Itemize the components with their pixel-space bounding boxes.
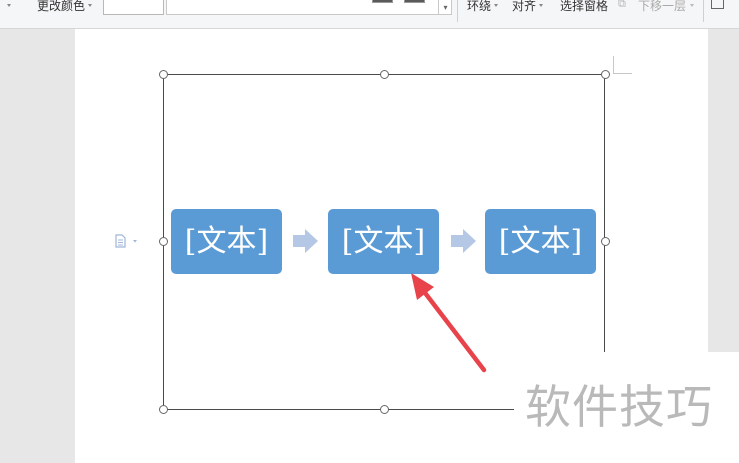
toolbar-separator bbox=[457, 0, 458, 22]
dropdown-caret-icon[interactable] bbox=[7, 4, 11, 7]
style-gallery[interactable] bbox=[166, 0, 452, 15]
ribbon-toolbar: 更改颜色 ▾ 环绕 对齐 选择窗格 ⧉ 下移一层 bbox=[0, 0, 739, 29]
resize-handle-right[interactable] bbox=[601, 237, 610, 246]
align-caret-icon[interactable] bbox=[539, 4, 543, 7]
watermark-text: 软件技巧 bbox=[525, 380, 713, 434]
watermark-backdrop bbox=[514, 352, 739, 463]
toolbar-separator bbox=[703, 0, 704, 22]
align-button[interactable]: 对齐 bbox=[512, 0, 537, 13]
resize-handle-top[interactable] bbox=[380, 70, 389, 79]
gallery-style-thumbnail[interactable] bbox=[372, 0, 393, 3]
crop-mark bbox=[614, 73, 632, 74]
resize-handle-bottom[interactable] bbox=[380, 405, 389, 414]
annotation-arrow-icon bbox=[411, 273, 487, 373]
gallery-style-thumbnail[interactable] bbox=[404, 0, 425, 3]
textbox-icon[interactable] bbox=[711, 0, 724, 9]
current-style-preview[interactable] bbox=[103, 0, 164, 15]
layout-options-icon[interactable] bbox=[114, 234, 140, 248]
resize-handle-bottom-left[interactable] bbox=[159, 405, 168, 414]
resize-handle-top-right[interactable] bbox=[601, 70, 610, 79]
flow-arrow-icon bbox=[451, 229, 476, 253]
process-node-1[interactable]: [文本] bbox=[171, 209, 282, 274]
send-backward-icon: ⧉ bbox=[618, 0, 626, 10]
crop-mark bbox=[613, 56, 614, 74]
change-color-button[interactable]: 更改颜色 bbox=[37, 0, 86, 13]
gallery-more-icon[interactable]: ▾ bbox=[438, 0, 452, 14]
resize-handle-top-left[interactable] bbox=[159, 70, 168, 79]
wrap-button[interactable]: 环绕 bbox=[467, 0, 492, 13]
resize-handle-left[interactable] bbox=[159, 237, 168, 246]
change-color-caret-icon[interactable] bbox=[88, 4, 92, 7]
send-backward-button[interactable]: 下移一层 bbox=[638, 0, 687, 13]
send-backward-caret-icon[interactable] bbox=[690, 4, 694, 7]
flow-arrow-icon bbox=[293, 229, 318, 253]
selection-pane-button[interactable]: 选择窗格 bbox=[560, 0, 609, 13]
process-node-3[interactable]: [文本] bbox=[485, 209, 596, 274]
wrap-caret-icon[interactable] bbox=[494, 4, 498, 7]
process-node-2[interactable]: [文本] bbox=[328, 209, 439, 274]
